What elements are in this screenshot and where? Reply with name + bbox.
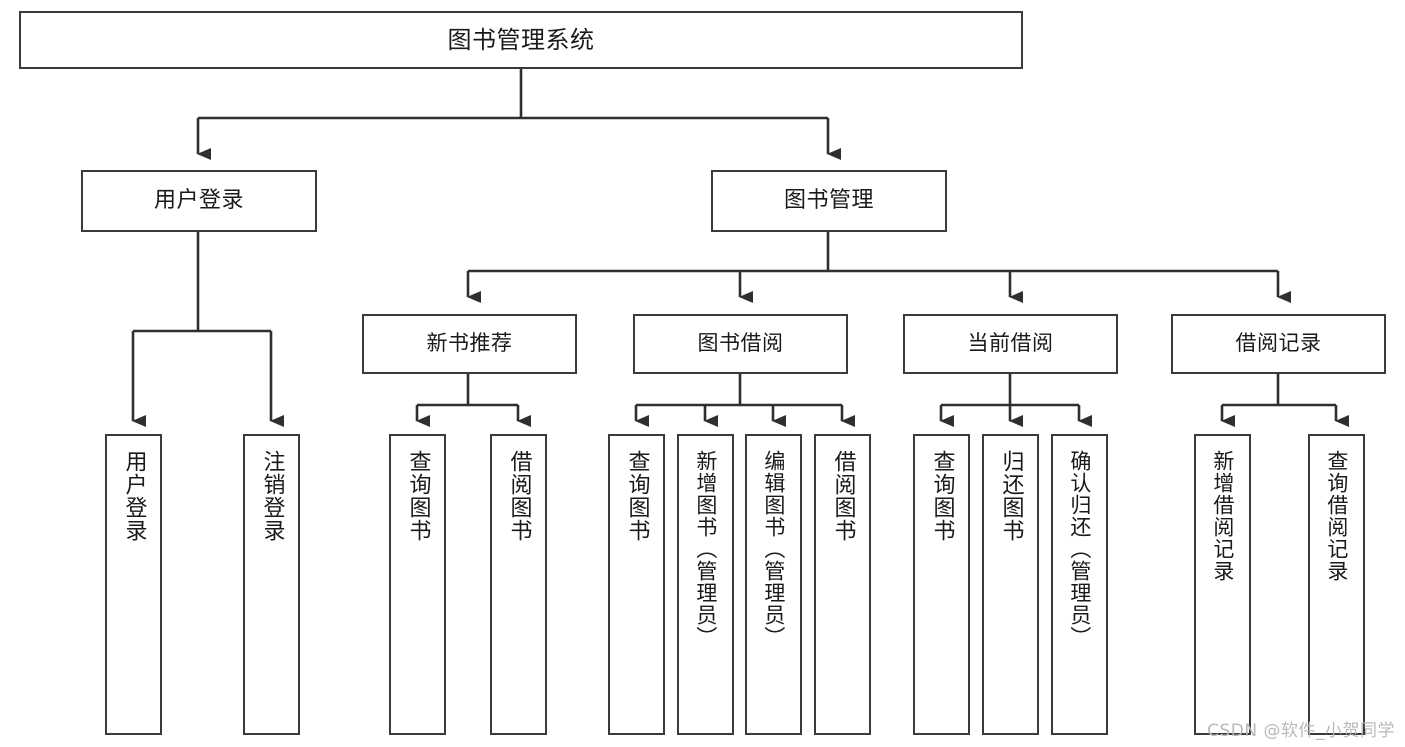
node-new-book-rec[interactable]: 新书推荐 [362,314,577,374]
leaf-add-book[interactable]: 新增图书（管理员） [677,434,734,735]
node-user-login[interactable]: 用户登录 [81,170,317,232]
leaf-query-book-borrow-label: 查询图书 [624,450,650,542]
node-borrow-record[interactable]: 借阅记录 [1171,314,1386,374]
leaf-query-book-borrow[interactable]: 查询图书 [608,434,665,735]
node-borrow-record-label: 借阅记录 [1235,331,1322,356]
leaf-confirm-return-label: 确认归还（管理员） [1067,450,1092,648]
leaf-edit-book-label: 编辑图书（管理员） [761,450,786,648]
leaf-edit-book[interactable]: 编辑图书（管理员） [745,434,802,735]
leaf-query-book-current[interactable]: 查询图书 [913,434,970,735]
leaf-logout-login-label: 注销登录 [259,450,285,542]
node-root-label: 图书管理系统 [447,25,595,54]
leaf-borrow-book-rec-label: 借阅图书 [506,450,532,542]
leaf-query-borrow-record-label: 查询借阅记录 [1324,450,1349,582]
leaf-query-book-rec-label: 查询图书 [405,450,431,542]
leaf-query-book-current-label: 查询图书 [929,450,955,542]
leaf-user-login[interactable]: 用户登录 [105,434,162,735]
node-new-book-rec-label: 新书推荐 [426,331,513,356]
leaf-add-borrow-record-label: 新增借阅记录 [1210,450,1235,582]
leaf-borrow-book[interactable]: 借阅图书 [814,434,871,735]
leaf-query-borrow-record[interactable]: 查询借阅记录 [1308,434,1365,735]
leaf-user-login-label: 用户登录 [121,450,147,542]
node-root[interactable]: 图书管理系统 [19,11,1023,69]
node-book-borrow-label: 图书借阅 [697,331,784,356]
leaf-return-book[interactable]: 归还图书 [982,434,1039,735]
leaf-borrow-book-rec[interactable]: 借阅图书 [490,434,547,735]
node-book-borrow[interactable]: 图书借阅 [633,314,848,374]
leaf-query-book-rec[interactable]: 查询图书 [389,434,446,735]
leaf-logout-login[interactable]: 注销登录 [243,434,300,735]
leaf-add-borrow-record[interactable]: 新增借阅记录 [1194,434,1251,735]
node-book-manage[interactable]: 图书管理 [711,170,947,232]
leaf-return-book-label: 归还图书 [998,450,1024,542]
leaf-borrow-book-label: 借阅图书 [830,450,856,542]
node-user-login-label: 用户登录 [153,187,244,213]
leaf-add-book-label: 新增图书（管理员） [693,450,718,648]
node-book-manage-label: 图书管理 [783,187,874,213]
node-current-borrow[interactable]: 当前借阅 [903,314,1118,374]
leaf-confirm-return[interactable]: 确认归还（管理员） [1051,434,1108,735]
node-current-borrow-label: 当前借阅 [967,331,1054,356]
watermark-text: CSDN @软件_小贺同学 [1207,721,1395,741]
